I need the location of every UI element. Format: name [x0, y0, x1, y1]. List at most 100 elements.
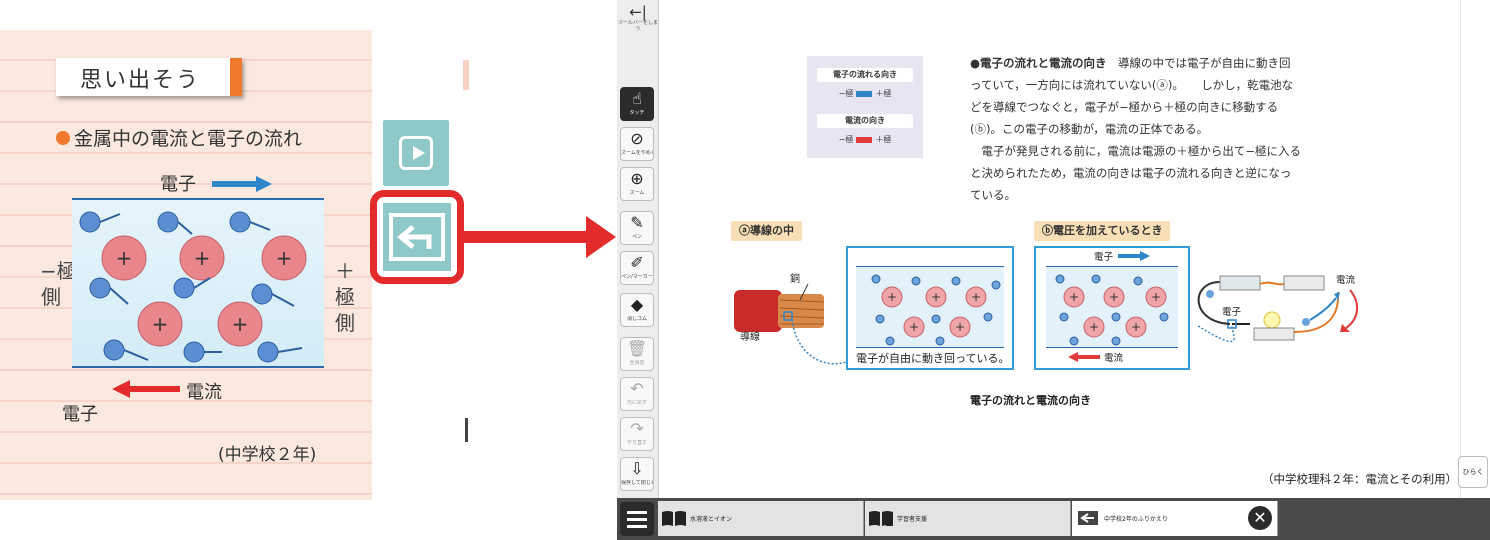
figure-caption: 電子の流れと電流の向き	[970, 394, 1091, 407]
voltage-diagram: +++++	[1046, 266, 1178, 348]
zoom-label: ズーム	[629, 190, 645, 196]
voltage-applied-box: +++++	[1034, 246, 1190, 370]
section-tag-a: ⓐ導線の中	[731, 221, 802, 241]
eraser-button[interactable]: ◆ 消しゴム	[620, 293, 654, 327]
current-label: 電流	[186, 382, 222, 403]
svg-text:+: +	[194, 246, 211, 270]
source-citation: （中学校理科２年：電流とその利用）	[1262, 472, 1458, 486]
book-plus-icon	[869, 511, 893, 526]
tab-learner-support[interactable]: 学習者支援	[865, 501, 1071, 536]
directed-electron-diagram: +++++	[1055, 274, 1169, 346]
direction-legend: 電子の流れる向き −極＋極 電流の向き −極＋極	[807, 56, 923, 158]
inside-wire-diagram: +++++	[856, 266, 1004, 348]
plus-side-label: ＋極側	[335, 259, 355, 335]
zoom-stop-icon: ⊘	[630, 129, 644, 148]
hand-pointer-icon: ☝	[632, 89, 642, 108]
svg-text:+: +	[116, 246, 133, 270]
topic-text: 金属中の電流と電子の流れ	[74, 128, 303, 150]
electron-flow-label: 電子	[1094, 252, 1114, 263]
open-button[interactable]: ひらく	[1458, 456, 1488, 488]
legend-minus: −極	[838, 89, 854, 98]
collapse-label: ツールバーをしまう	[617, 20, 658, 32]
current-direction-row: −極 ＋極	[807, 134, 923, 145]
play-video-button[interactable]	[383, 120, 449, 186]
touch-label: タッチ	[629, 110, 645, 116]
save-close-label: 保存して閉じる	[621, 480, 653, 486]
svg-text:+: +	[955, 320, 965, 334]
svg-text:+: +	[1069, 290, 1079, 304]
collapse-toolbar-button[interactable]: ←| ツールバーをしまう	[617, 4, 659, 42]
electron-direction-title: 電子の流れる向き	[817, 68, 913, 82]
play-icon	[399, 136, 433, 170]
free-motion-caption: 電子が自由に動き回っている。	[856, 352, 1010, 365]
pen-icon: ✎	[630, 213, 644, 232]
tab-grade2-review[interactable]: 中学校2年のふりかえり	[1072, 501, 1278, 536]
paragraph-1: 導線の中では電子が自由に動き回っていて，一方向には流れていない(ⓐ)。 しかし，…	[970, 56, 1294, 136]
free-electron-diagram: +++++	[871, 274, 1001, 346]
section-tag-b: ⓑ電圧を加えているとき	[1034, 221, 1171, 241]
marker-icon: ✐	[630, 253, 644, 272]
circuit-illustration	[1197, 275, 1358, 343]
delete-all-label: 全消去	[629, 360, 645, 366]
hamburger-line	[627, 511, 647, 514]
wire-label: 導線	[740, 332, 760, 343]
zoom-stop-button[interactable]: ⊘ ズームをやめる	[620, 127, 654, 161]
grade-note: (中学校２年)	[218, 445, 317, 465]
current-direction-title: 電流の向き	[817, 114, 913, 128]
svg-text:+: +	[971, 290, 981, 304]
electron-direction-row: −極＋極	[807, 88, 923, 99]
svg-text:+: +	[152, 312, 169, 336]
redo-button[interactable]: ↷ やり直す	[620, 417, 654, 451]
pen-label: ペン	[631, 234, 642, 240]
page-edge-mark	[463, 60, 469, 90]
trash-icon: 🗑	[626, 339, 648, 358]
copper-wire-illustration	[734, 283, 847, 365]
electron-ion-diagram: +++ ++	[79, 211, 307, 363]
electron-label-bottom: 電子	[62, 404, 98, 425]
right-margin	[1460, 0, 1490, 498]
explanation-text: ●電子の流れと電流の向き 導線の中では電子が自由に動き回っていて，一方向には流れ…	[970, 52, 1302, 206]
inside-wire-box: +++++	[846, 246, 1014, 370]
tab-ionic-solutions[interactable]: 水溶液とイオン	[658, 501, 864, 536]
hamburger-line	[627, 525, 647, 528]
zoom-stop-label: ズームをやめる	[621, 150, 653, 156]
svg-text:+: +	[1151, 290, 1161, 304]
redo-label: やり直す	[626, 440, 647, 446]
close-tab-icon[interactable]: ✕	[1248, 506, 1272, 530]
save-close-button[interactable]: ⇩ 保存して閉じる	[620, 457, 654, 491]
undo-label: 元に戻す	[626, 400, 647, 406]
svg-text:+: +	[232, 312, 249, 336]
delete-all-button[interactable]: 🗑 全消去	[620, 337, 654, 371]
undo-button[interactable]: ↶ 元に戻す	[620, 377, 654, 411]
topic-heading: 金属中の電流と電子の流れ	[56, 124, 302, 151]
svg-text:+: +	[887, 290, 897, 304]
remember-accent-bar	[230, 58, 242, 96]
paragraph-2: 電子が発見される前に，電流は電源の＋極から出て−極に入ると決められたため，電流の…	[970, 144, 1302, 202]
open-book-icon	[662, 511, 686, 526]
tab-label: 中学校2年のふりかえり	[1104, 516, 1168, 523]
svg-text:+: +	[1109, 290, 1119, 304]
positive-ion	[101, 235, 307, 347]
remember-label: 思い出そう	[80, 68, 201, 93]
pen-marker-label: ペン/マーカー	[621, 274, 653, 280]
metal-wire-diagram: +++ ++	[72, 198, 324, 368]
svg-text:+: +	[1089, 320, 1099, 334]
return-button-highlighted[interactable]	[370, 190, 464, 284]
collapse-arrow-icon: ←|	[629, 3, 647, 21]
hamburger-line	[627, 518, 647, 521]
undo-icon: ↶	[630, 379, 644, 398]
pen-button[interactable]: ✎ ペン	[620, 211, 654, 245]
pointer-arrow-icon	[586, 216, 616, 258]
legend-plus: ＋極	[875, 135, 892, 144]
pen-marker-button[interactable]: ✐ ペン/マーカー	[620, 251, 654, 285]
tab-label: 水溶液とイオン	[690, 516, 733, 523]
zoom-in-icon: ⊕	[630, 169, 644, 188]
menu-button[interactable]	[620, 502, 654, 536]
svg-text:+: +	[909, 320, 919, 334]
zoom-button[interactable]: ⊕ ズーム	[620, 167, 654, 201]
electron-flow-arrow	[1118, 251, 1150, 261]
remember-label-box: 思い出そう	[56, 58, 242, 96]
section-heading: ●電子の流れと電流の向き	[970, 56, 1107, 70]
legend-minus: −極	[838, 135, 854, 144]
touch-tool-button[interactable]: ☝ タッチ	[620, 87, 654, 121]
